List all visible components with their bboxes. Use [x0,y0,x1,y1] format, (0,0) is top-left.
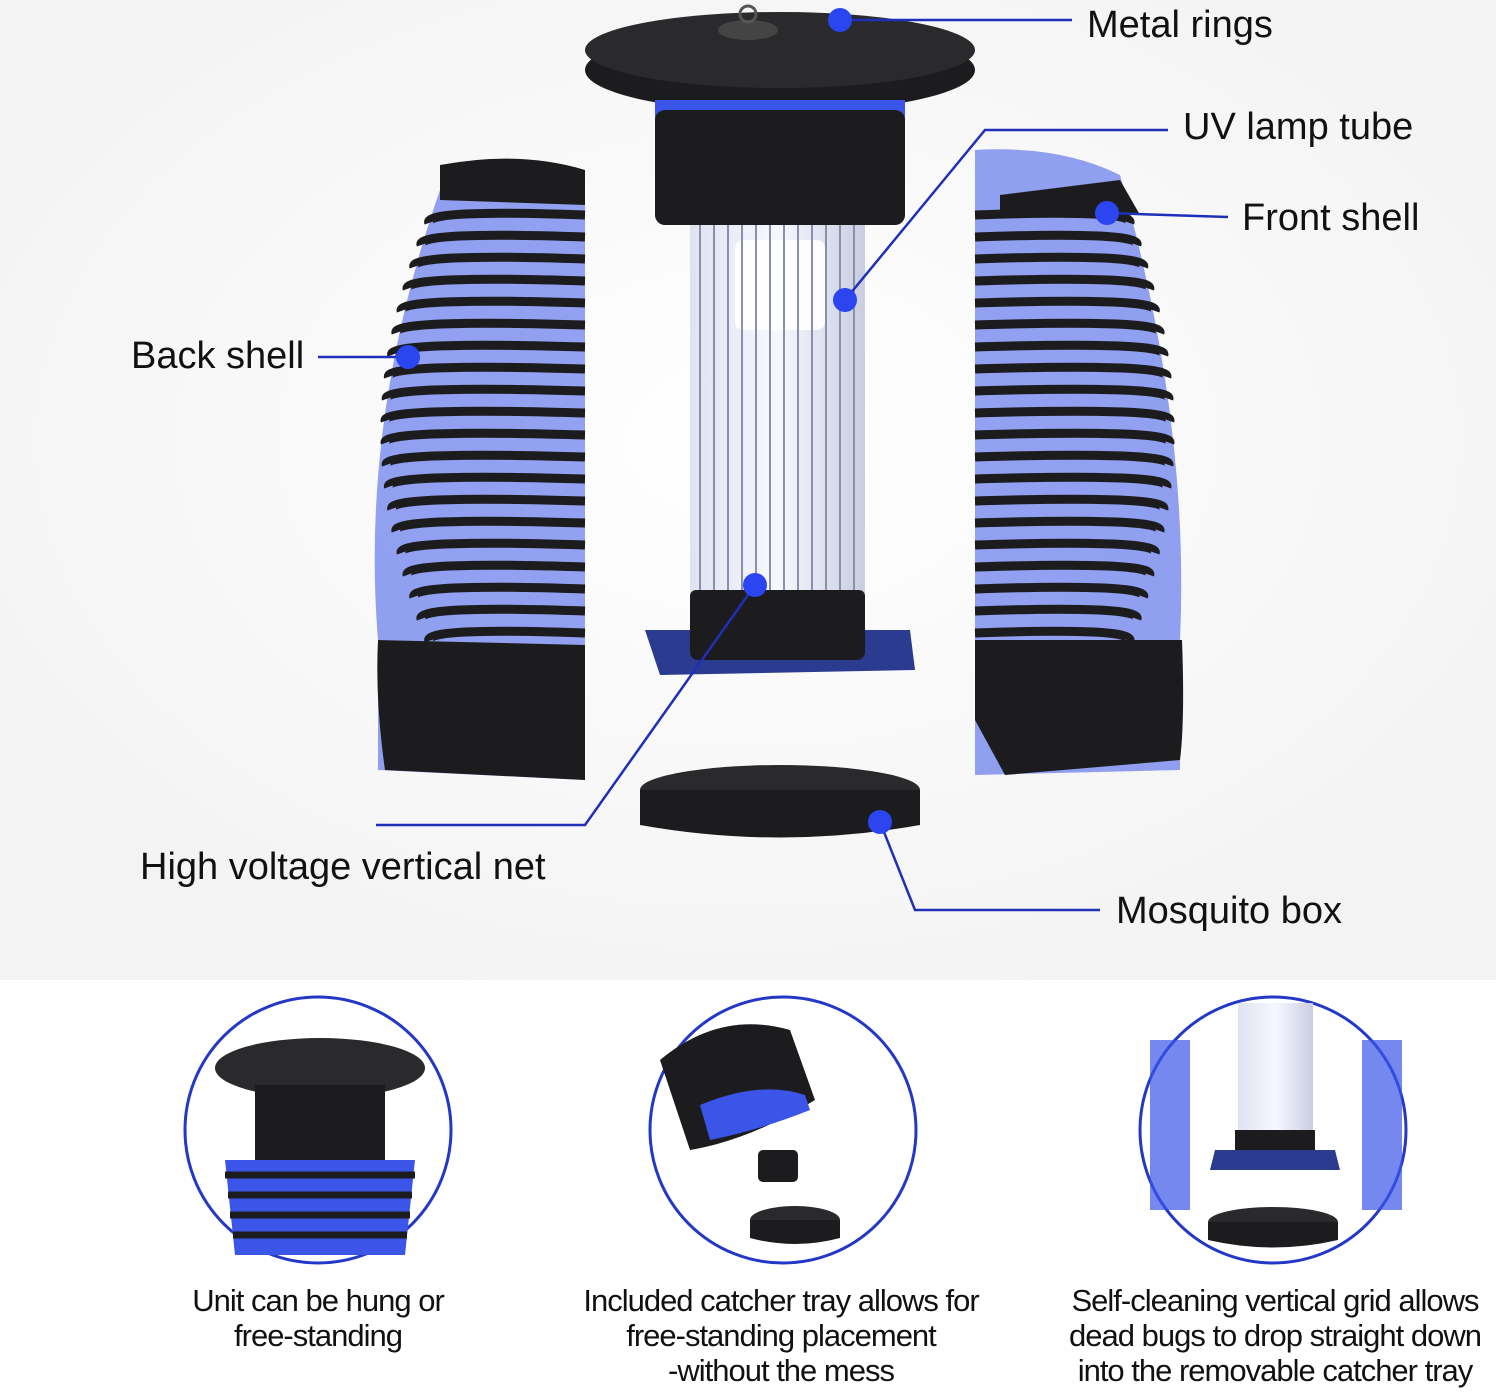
tray-illustration [660,1024,840,1244]
shell-rib [387,340,586,358]
shell-rib [384,362,586,380]
shell-rib [409,252,586,270]
shell-rib [409,582,586,600]
shell-rib [381,450,586,468]
shell-rib [974,296,1160,314]
label-mosquito-box: Mosquito box [1116,890,1343,932]
shell-rib [387,494,586,512]
shell-rib [974,428,1175,446]
shell-rib [974,538,1160,556]
label-back-shell: Back shell [131,335,305,377]
shell-rib [391,318,586,336]
shell-rib [974,274,1155,292]
shell-rib [396,538,586,556]
shell-rib [974,362,1172,380]
back-shell [374,158,586,780]
shell-rib [974,252,1149,270]
shell-rib [974,340,1169,358]
caption-line: dead bugs to drop straight down [1069,1318,1482,1353]
label-uv-lamp-tube: UV lamp tube [1183,106,1414,148]
label-high-voltage-net: High voltage vertical net [140,846,546,888]
shell-rib [974,318,1165,336]
shell-rib [424,626,586,644]
feature-caption-grid: Self-cleaning vertical grid allows dead … [1045,1283,1496,1388]
label-front-shell: Front shell [1242,197,1420,239]
caption-line: -without the mess [668,1353,895,1388]
top-cap [585,4,975,225]
shell-rib [974,450,1174,468]
shell-rib [974,472,1172,490]
shell-rib [416,230,586,248]
shell-rib [974,560,1155,578]
caption-line: into the removable catcher tray [1077,1353,1474,1388]
grid-illustration [1150,1003,1402,1248]
shell-rib [396,296,586,314]
feature-caption-tray: Included catcher tray allows for free-st… [551,1283,1011,1388]
caption-line: Included catcher tray allows for [583,1283,979,1318]
caption-line: Unit can be hung or [192,1283,445,1318]
uv-lamp-tube [645,225,915,675]
shell-rib [384,472,586,490]
shell-rib [380,406,586,424]
shell-rib [974,384,1174,402]
shell-rib [974,406,1175,424]
shell-rib [974,582,1149,600]
shell-rib [402,560,586,578]
shell-rib [974,604,1142,622]
callout-lines [318,18,1229,912]
caption-line: Self-cleaning vertical grid allows [1071,1283,1479,1318]
label-metal-rings: Metal rings [1087,4,1273,46]
shell-rib [974,230,1142,248]
shell-rib [974,516,1165,534]
shell-rib [381,384,586,402]
shell-rib [974,626,1135,644]
shell-rib [974,494,1169,512]
shell-rib [424,208,586,226]
shell-rib [380,428,586,446]
caption-line: free-standing [234,1318,403,1353]
callout-dots [396,8,1119,834]
caption-line: free-standing placement [626,1318,937,1353]
hang-illustration [215,1038,425,1255]
feature-caption-hang: Unit can be hung or free-standing [88,1283,548,1353]
shell-rib [416,604,586,622]
shell-rib [391,516,586,534]
shell-rib [402,274,586,292]
front-shell [974,149,1184,776]
mosquito-box [640,765,920,838]
